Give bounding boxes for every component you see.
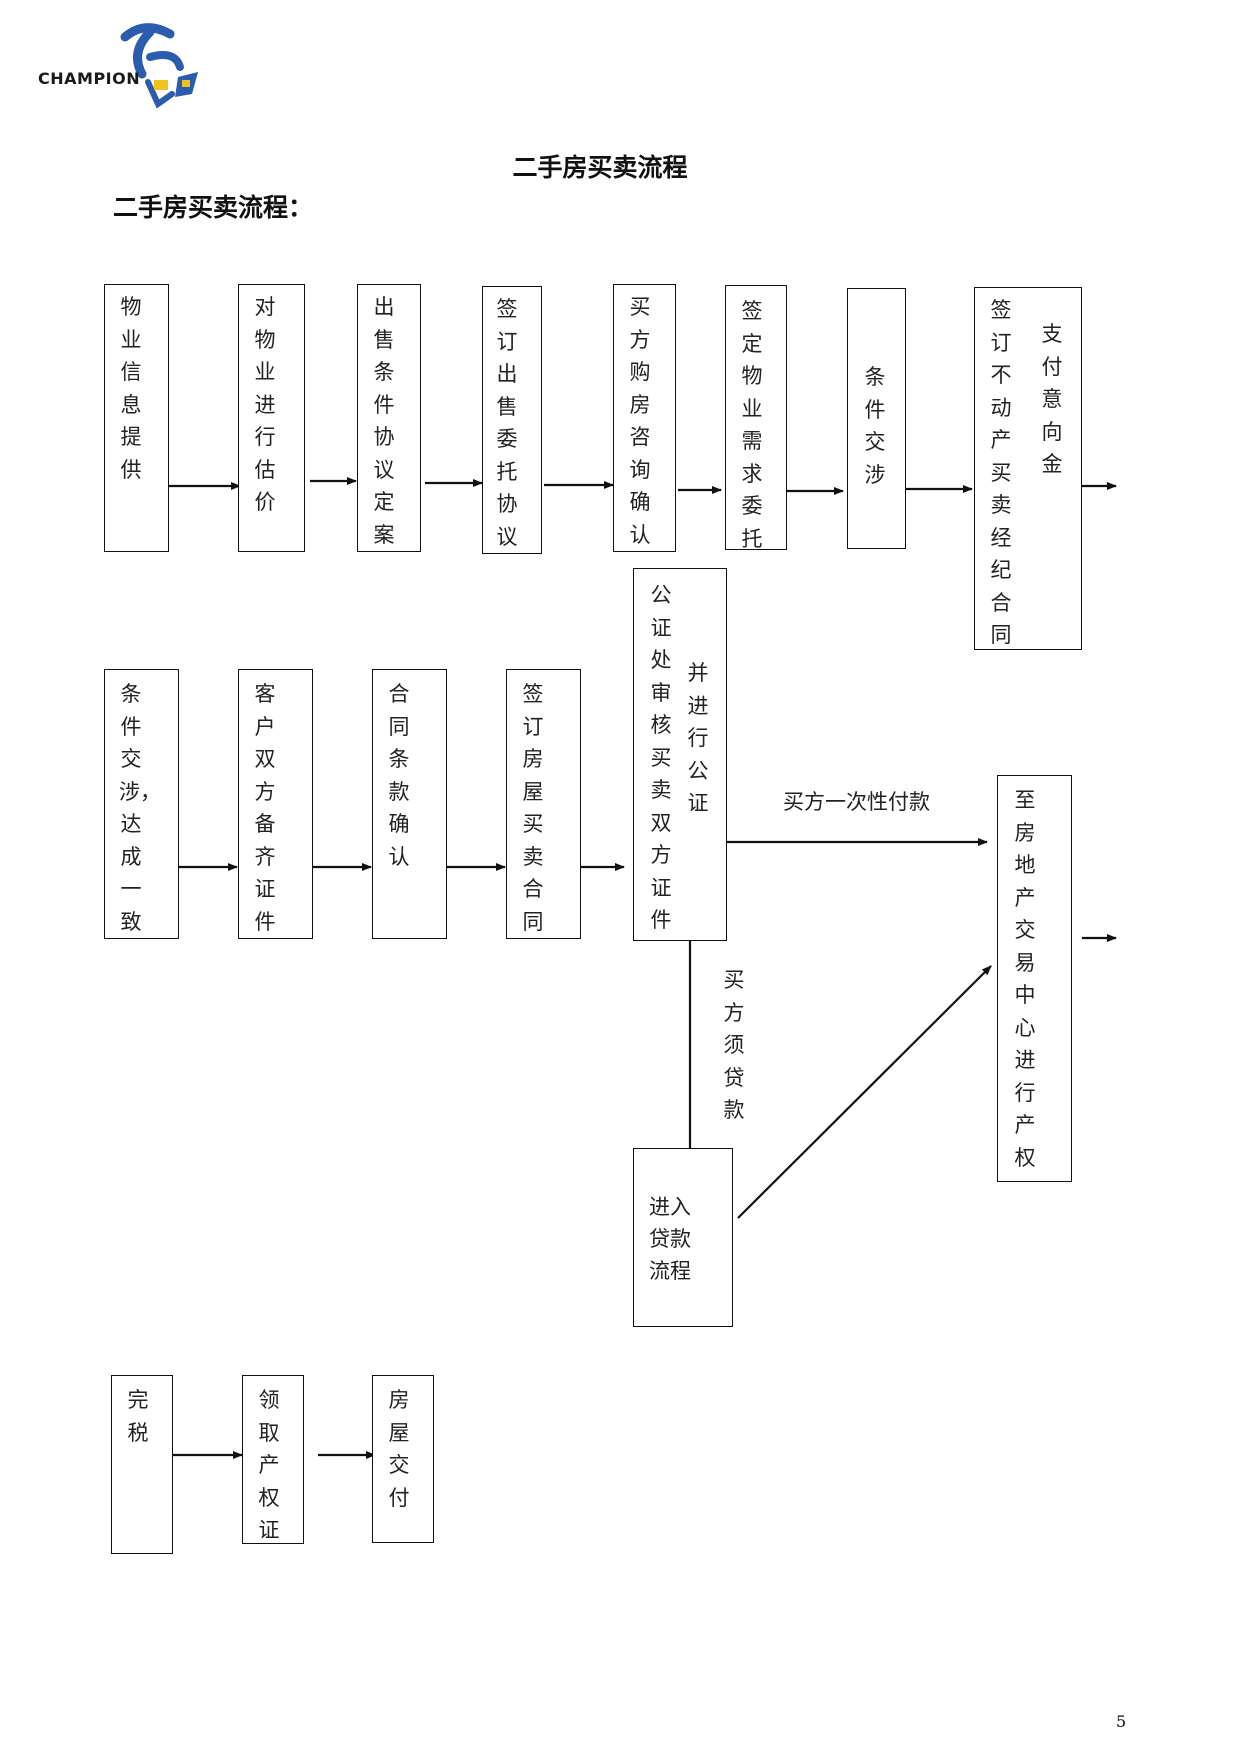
label-one-time-payment: 买方一次性付款 [783,790,930,814]
step-buyer-inquiry: 买方购房咨询确认 [613,284,676,552]
step-notary-review: 公证处审核买卖双方证件 并进行公证 [633,568,727,941]
step-brokerage-contract: 签订不动产买卖经纪合同 支付意向金 [974,287,1082,650]
step-loan-process: 进入 贷款 流程 [633,1148,733,1327]
step-label: 房屋交付 [388,1388,410,1510]
arrow-loan-to-exchange [737,965,992,1219]
step-negotiation: 条件交涉 [847,288,906,549]
step-label: 条件交涉，达成一致 [119,682,161,934]
step-title-certificate: 领取产权证 [242,1375,304,1544]
step-contract-review: 合同条款确认 [372,669,447,939]
document-title: 二手房买卖流程 [512,153,688,182]
step-house-handover: 房屋交付 [372,1375,434,1543]
step-label: 物业信息提供 [120,295,142,482]
step-property-info: 物业信息提供 [104,284,169,552]
step-label: 领取产权证 [258,1388,280,1542]
step-label: 客户双方备齐证件 [254,682,276,934]
step-appraisal: 对物业进行估价 [238,284,305,552]
logo-text: CHAMPION [38,69,141,88]
step-exchange-center: 至房地产交易中心进行产权 [997,775,1072,1182]
step-label: 完税 [127,1388,149,1445]
step-label-main: 签订不动产买卖经纪合同 [990,298,1012,647]
step-label: 签订出售委托协议 [496,297,518,549]
step-sale-commission: 签订出售委托协议 [482,286,542,554]
section-title: 二手房买卖流程： [113,193,314,222]
step-label: 签订房屋买卖合同 [522,682,544,934]
loan-line-3: 流程 [649,1259,691,1283]
loan-line-1: 进入 [649,1195,691,1219]
champion-logo: CHAMPION [30,12,210,122]
step-label-deposit: 支付意向金 [1041,322,1063,476]
step-label: 出售条件协议定案 [373,295,395,547]
step-documents-ready: 客户双方备齐证件 [238,669,313,939]
step-demand-commission: 签定物业需求委托 [725,285,787,550]
label-buyer-loan: 买方须贷款 [723,968,745,1122]
step-label: 合同条款确认 [388,682,410,869]
logo-mark [120,23,198,109]
step-label: 签定物业需求委托 [741,299,763,550]
loan-line-2: 贷款 [649,1227,691,1251]
step-sign-sale-contract: 签订房屋买卖合同 [506,669,581,939]
step-sale-terms: 出售条件协议定案 [357,284,421,552]
step-label: 至房地产交易中心进行产权 [1014,788,1036,1170]
step-label-notarize: 并进行公证 [687,661,709,815]
step-label: 买方购房咨询确认 [629,295,651,547]
step-pay-tax: 完税 [111,1375,173,1554]
step-label: 条件交涉 [864,365,886,487]
page-number: 5 [1116,1712,1127,1731]
step-agreement-reached: 条件交涉，达成一致 [104,669,179,939]
step-label-main: 公证处审核买卖双方证件 [650,583,672,932]
step-label: 对物业进行估价 [254,295,276,514]
